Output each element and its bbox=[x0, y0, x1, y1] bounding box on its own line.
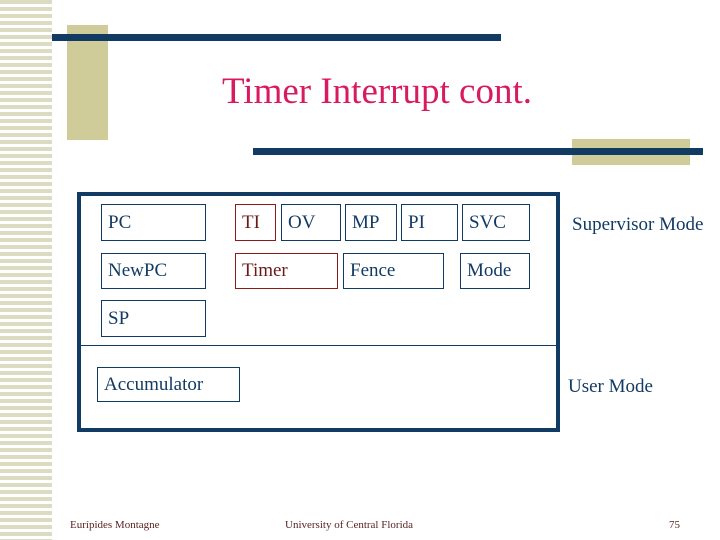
register-box-ov[interactable]: OV bbox=[281, 204, 341, 241]
left-stripe-decoration bbox=[0, 0, 52, 540]
mid-navy-rule bbox=[253, 148, 703, 155]
register-box-fence[interactable]: Fence bbox=[343, 253, 444, 289]
label-user-mode: User Mode bbox=[568, 376, 653, 397]
top-navy-rule bbox=[52, 34, 501, 41]
footer-page-number: 75 bbox=[669, 519, 680, 531]
footer-author: Eurípides Montagne bbox=[70, 519, 160, 531]
register-box-newpc[interactable]: NewPC bbox=[101, 253, 206, 289]
footer-organization: University of Central Florida bbox=[285, 519, 414, 531]
register-box-sp[interactable]: SP bbox=[101, 300, 206, 337]
register-box-mode[interactable]: Mode bbox=[460, 253, 530, 289]
mode-separator-line bbox=[81, 345, 556, 346]
register-box-svc[interactable]: SVC bbox=[462, 204, 530, 241]
register-box-timer[interactable]: Timer bbox=[235, 253, 338, 289]
page-title: Timer Interrupt cont. bbox=[221, 71, 532, 112]
register-box-accumulator[interactable]: Accumulator bbox=[97, 367, 240, 402]
label-supervisor-mode: Supervisor Mode bbox=[572, 214, 704, 235]
khaki-vertical-block bbox=[67, 25, 108, 140]
register-box-ti[interactable]: TI bbox=[235, 204, 276, 241]
register-box-pc[interactable]: PC bbox=[101, 204, 206, 241]
register-box-mp[interactable]: MP bbox=[345, 204, 397, 241]
register-box-pi[interactable]: PI bbox=[401, 204, 458, 241]
